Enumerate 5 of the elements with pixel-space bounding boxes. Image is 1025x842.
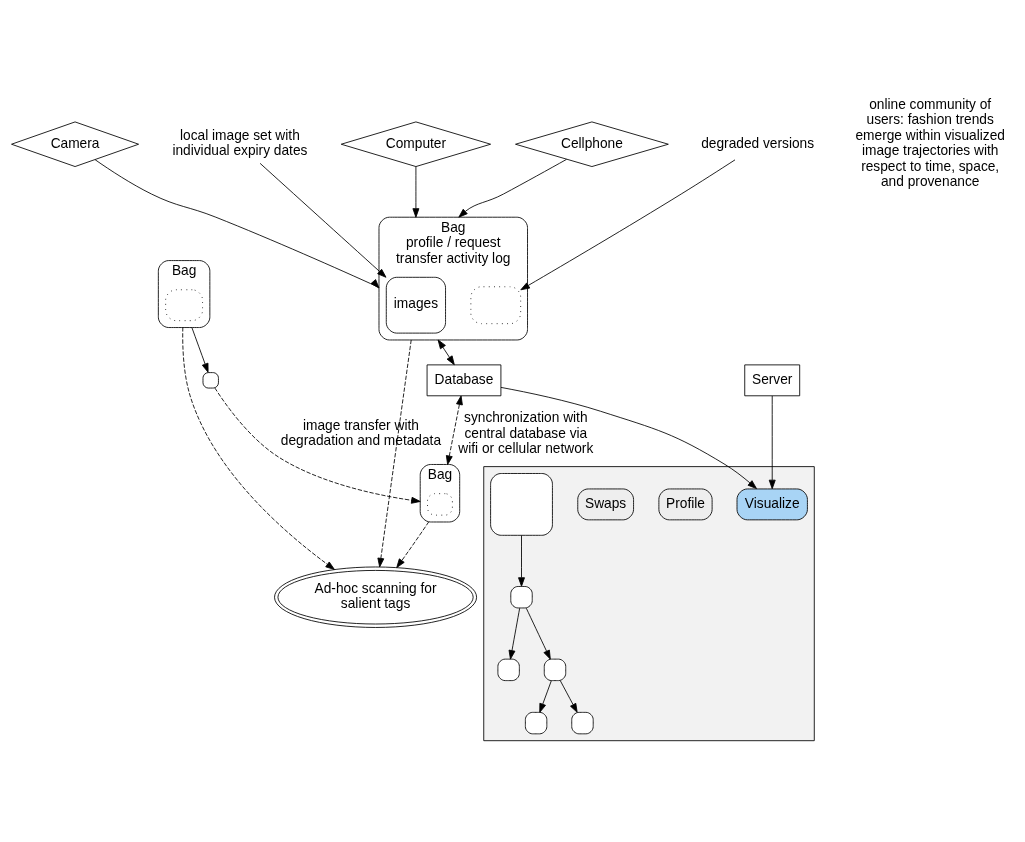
edge-label: synchronization with central database via wifi or cellular network [458, 410, 594, 457]
edge-label: image transfer with degradation and metadata [280, 417, 442, 449]
node-text: local image set with individual expiry dates [172, 127, 308, 159]
label: online community of users: fashion trends emerge within visualized image trajectories with respect to time, space, and provenance [855, 96, 1005, 190]
node-text: degraded versions [701, 135, 815, 151]
